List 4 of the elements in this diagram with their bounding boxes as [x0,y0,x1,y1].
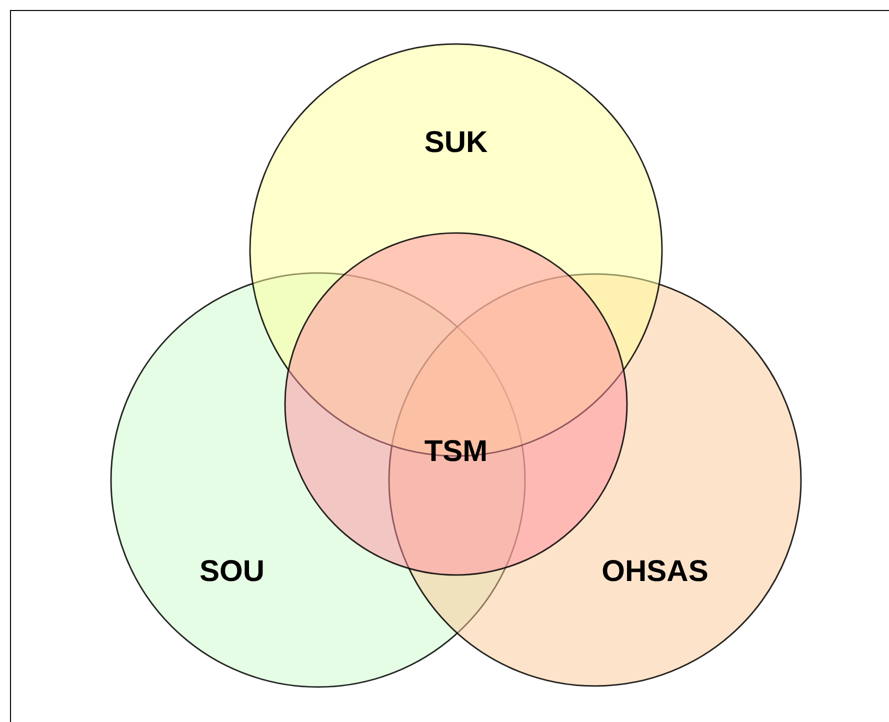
set-label: TSM [424,437,488,467]
set-label: SOU [200,557,264,587]
set-label: OHSAS [602,557,708,587]
set-label: SUK [424,128,488,158]
